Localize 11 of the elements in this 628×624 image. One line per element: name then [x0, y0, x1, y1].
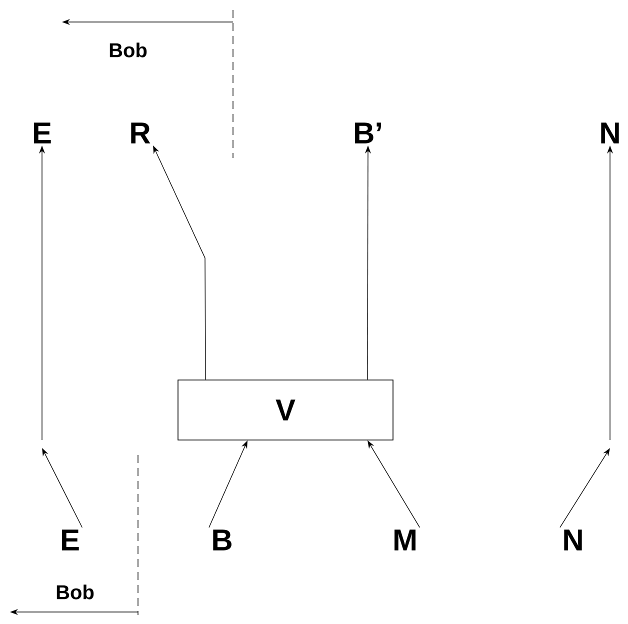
- direction-label: Bob: [110, 42, 147, 58]
- node-letter: N: [601, 122, 619, 144]
- node-letter: E: [34, 122, 51, 144]
- node-letter: B’: [355, 122, 381, 144]
- node-letter: N: [564, 530, 582, 550]
- process-box: V: [178, 380, 394, 440]
- node-letter: M: [394, 530, 416, 550]
- direction-label: Bob: [56, 584, 94, 600]
- node-letter: R: [131, 122, 150, 144]
- node-letter: B: [213, 530, 232, 550]
- node-letter: E: [62, 530, 79, 550]
